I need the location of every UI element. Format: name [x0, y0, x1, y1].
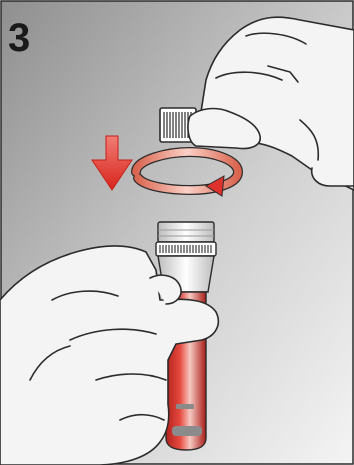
step-number: 3: [8, 18, 30, 58]
